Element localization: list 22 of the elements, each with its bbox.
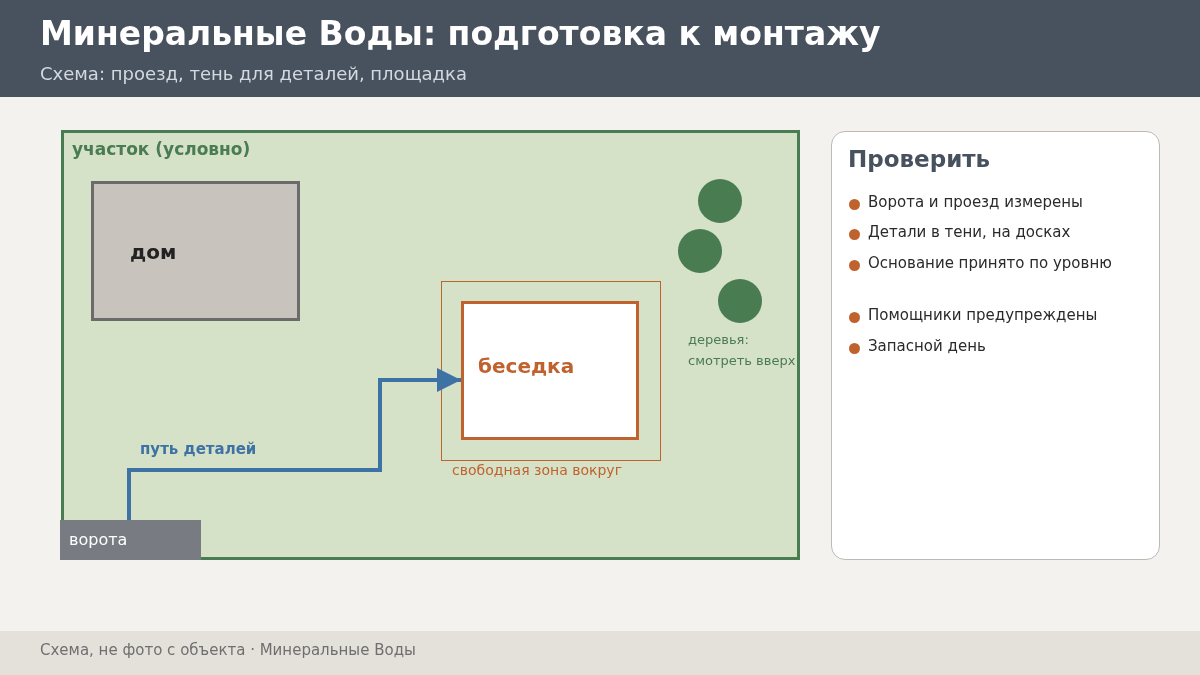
plot-label: участок (условно) bbox=[72, 139, 251, 159]
checklist-heading: Проверить bbox=[848, 146, 991, 172]
gate-label: ворота bbox=[69, 530, 128, 549]
caption: Схема, не фото с объекта · Минеральные Воды bbox=[40, 641, 416, 659]
checklist-panel bbox=[831, 131, 1160, 560]
house-box bbox=[91, 181, 300, 321]
edge-label: путь деталей bbox=[140, 440, 257, 458]
title: Минеральные Воды: подготовка к монтажу bbox=[40, 14, 881, 53]
checklist-item: Помощники предупреждены bbox=[868, 305, 1099, 326]
arrow bbox=[127, 368, 461, 520]
gazebo-label: беседка bbox=[478, 354, 575, 378]
gazebo-box bbox=[461, 301, 639, 440]
house-label: дом bbox=[130, 240, 177, 264]
checklist-item: Ворота и проезд измерены bbox=[868, 192, 1084, 213]
checklist-item: Запасной день bbox=[868, 336, 987, 357]
subtitle: Схема: проезд, тень для деталей, площадка bbox=[40, 63, 467, 84]
trees-note: деревья: смотреть вверх bbox=[688, 331, 797, 370]
plot-area bbox=[61, 130, 800, 560]
checklist-item: Детали в тени, на досках bbox=[868, 222, 1072, 243]
gate-box bbox=[60, 520, 201, 560]
checklist-item: Основание принято по уровню bbox=[868, 253, 1113, 274]
zone-label: свободная зона вокруг bbox=[452, 462, 622, 478]
